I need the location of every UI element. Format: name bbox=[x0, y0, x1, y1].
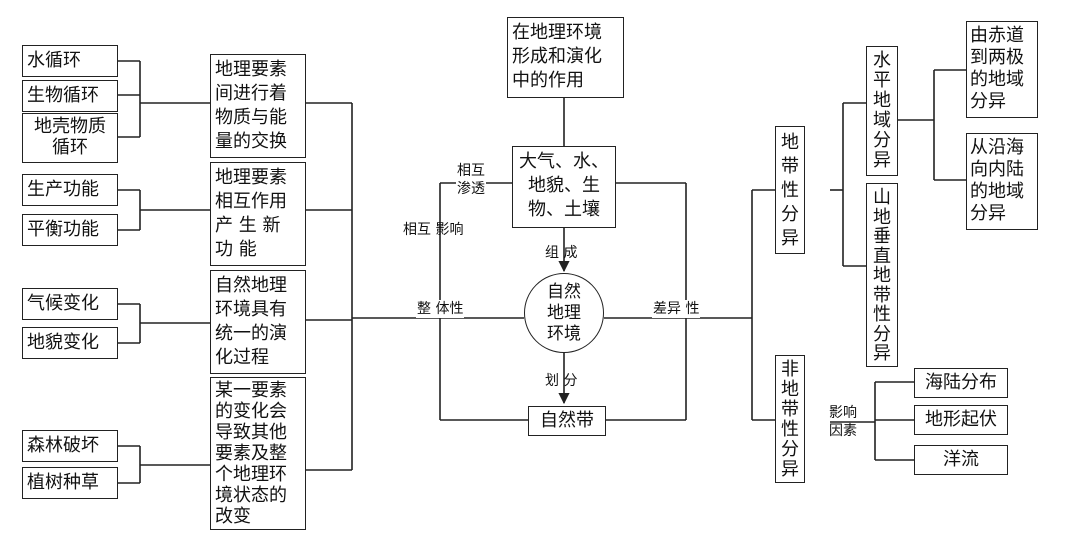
equator-to-pole-box: 由赤道 到两极 的地域 分异 bbox=[966, 21, 1038, 118]
new-function-box: 地理要素 相互作用 产 生 新 功 能 bbox=[210, 162, 306, 266]
mutual-influence-label: 相互 影响 bbox=[403, 222, 464, 238]
horizontal-differentiation-box: 水 平 地 域 分 异 bbox=[866, 46, 898, 176]
difference-label: 差异 性 bbox=[652, 300, 701, 318]
unified-evolution-box: 自然地理 环境具有 统一的演 化过程 bbox=[210, 270, 306, 374]
influencing-factors-label: 影响 因素 bbox=[829, 405, 857, 439]
natural-zone-box: 自然带 bbox=[528, 406, 606, 436]
zonal-differentiation-box: 地 带 性 分 异 bbox=[775, 126, 805, 254]
natural-geo-environment-circle: 自然 地理 环境 bbox=[524, 273, 604, 353]
role-in-formation-box: 在地理环境 形成和演化 中的作用 bbox=[507, 17, 624, 98]
terrain-relief-box: 地形起伏 bbox=[914, 405, 1008, 435]
climate-change-box: 气候变化 bbox=[22, 288, 118, 320]
divide-label: 划 分 bbox=[545, 373, 578, 389]
coast-to-inland-box: 从沿海 向内陆 的地域 分异 bbox=[966, 133, 1038, 230]
balance-function-box: 平衡功能 bbox=[22, 214, 118, 246]
landform-change-box: 地貌变化 bbox=[22, 327, 118, 359]
bio-cycle-box: 生物循环 bbox=[22, 80, 118, 112]
afforestation-box: 植树种草 bbox=[22, 467, 118, 499]
land-sea-distribution-box: 海陆分布 bbox=[914, 368, 1008, 398]
water-cycle-box: 水循环 bbox=[22, 45, 118, 77]
compose-label: 组 成 bbox=[545, 245, 578, 261]
integrity-label: 整 体性 bbox=[416, 300, 465, 318]
element-change-box: 某一要素 的变化会 导致其他 要素及整 个地理环 境状态的 改变 bbox=[210, 377, 306, 530]
deforestation-box: 森林破坏 bbox=[22, 430, 118, 462]
material-energy-exchange-box: 地理要素 间进行着 物质与能 量的交换 bbox=[210, 54, 306, 158]
natural-elements-box: 大气、水、 地貌、生 物、土壤 bbox=[512, 146, 616, 228]
production-function-box: 生产功能 bbox=[22, 174, 118, 206]
nonzonal-differentiation-box: 非 地 带 性 分 异 bbox=[775, 355, 805, 483]
ocean-current-box: 洋流 bbox=[914, 445, 1008, 475]
vertical-zonality-box: 山 地 垂 直 地 带 性 分 异 bbox=[866, 183, 898, 367]
mutual-penetration-label: 相互 渗透 bbox=[456, 162, 486, 198]
crust-cycle-box: 地壳物质 循环 bbox=[22, 113, 118, 163]
